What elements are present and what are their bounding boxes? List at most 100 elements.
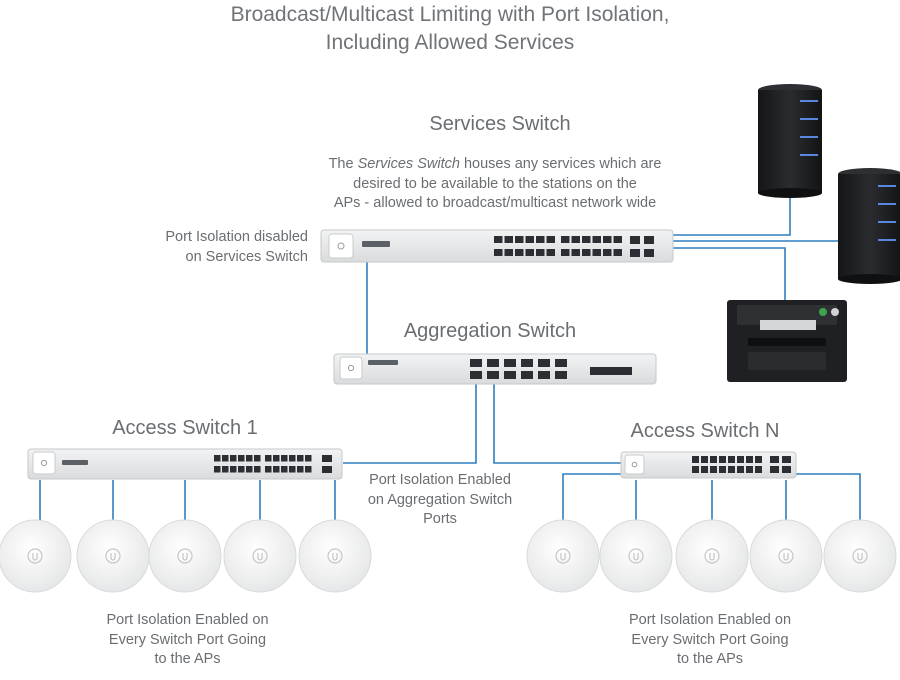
access-points [0,519,897,593]
access-point-body [0,519,72,593]
ethernet-port [737,456,744,463]
ubiquiti-u-icon [783,553,789,561]
ethernet-port [571,236,580,243]
services-isolation-note-line2: on Services Switch [185,248,309,265]
ethernet-port [561,236,570,243]
ubiquiti-logo-icon [177,548,193,564]
cable-printer [672,247,786,305]
diagram-title-line1: Broadcast/Multicast Limiting with Port I… [230,3,670,26]
ethernet-port [582,236,591,243]
ethernet-port [755,456,762,463]
ethernet-port [289,466,296,473]
access-point [298,519,372,593]
ethernet-port [214,455,221,462]
access-switch-n-note-line2: Every Switch Port Going [631,631,789,648]
aggregation-isolation-note: Port Isolation Enabled on Aggregation Sw… [340,471,540,530]
access-point [526,519,600,593]
ethernet-port [222,455,229,462]
ethernet-port [728,466,735,473]
ethernet-port [289,455,296,462]
ethernet-port [238,455,245,462]
access-point-body [823,519,897,593]
ubiquiti-u-icon [182,553,188,561]
ethernet-port [582,249,591,256]
ethernet-port [525,236,534,243]
ethernet-port [246,455,253,462]
access-switch-n-note-line3: to the APs [676,651,744,667]
ubiquiti-u-icon [110,553,116,561]
access-switch-n-ports [692,456,762,473]
access-switch-1-note-line3: to the APs [154,651,221,667]
access-switch-1 [27,448,343,480]
services-switch-desc-emph: Services Switch [357,156,460,172]
services-switch-desc-pre: The [328,156,358,172]
cable-accessN-ap5 [795,473,861,528]
access-point [749,519,823,593]
ethernet-port [230,466,237,473]
ethernet-port [230,455,237,462]
cable-aggregation-access1 [343,382,477,464]
ethernet-port [297,466,304,473]
access-switch-n-heading: Access Switch N [630,420,780,442]
server-2 [838,168,900,284]
ubiquiti-logo-icon [852,548,868,564]
services-switch [320,229,674,263]
sfp-port [538,371,550,379]
ethernet-port [265,455,272,462]
access-switch-n [620,451,797,479]
ethernet-port [254,466,261,473]
ethernet-port [297,455,304,462]
ethernet-port [613,249,622,256]
access-switch-1-note-line2: Every Switch Port Going [108,631,267,648]
access-point [599,519,673,593]
ethernet-port [305,466,312,473]
access-switch-1-heading: Access Switch 1 [112,417,258,439]
ubiquiti-logo-icon [327,548,343,564]
ethernet-port [525,249,534,256]
ethernet-port [710,466,717,473]
ubiquiti-logo-icon [628,548,644,564]
access-point-body [148,519,222,593]
sfp-port [487,371,499,379]
ethernet-port [613,236,622,243]
ethernet-port [536,236,545,243]
ubiquiti-logo-icon [704,548,720,564]
ethernet-port [546,236,555,243]
diagram-title-line2: Including Allowed Services [325,31,575,54]
ethernet-port [546,249,555,256]
sfp-port [555,359,567,367]
ethernet-port [746,466,753,473]
access-point-body [298,519,372,593]
sfp-port [555,371,567,379]
access-point [223,519,297,593]
ethernet-port [719,456,726,463]
access-point-body [223,519,297,593]
sfp-port [521,359,533,367]
access-switch-1-note: Port Isolation Enabled on Every Switch P… [70,611,305,670]
sfp-port [470,359,482,367]
aggregation-switch-heading: Aggregation Switch [403,320,577,342]
ubiquiti-u-icon [857,553,863,561]
ethernet-port [254,455,261,462]
ubiquiti-logo-icon [778,548,794,564]
ethernet-port [536,249,545,256]
ubiquiti-u-icon [257,553,263,561]
ethernet-port [214,466,221,473]
access-point-body [76,519,150,593]
access-point [76,519,150,593]
ethernet-port [515,236,524,243]
sfp-port [521,371,533,379]
services-switch-desc-post: houses any services which are [459,156,662,172]
services-isolation-note-line1: Port Isolation disabled [165,229,308,245]
ethernet-port [746,456,753,463]
services-isolation-note: Port Isolation disabled on Services Swit… [100,228,308,267]
access-switch-n-note: Port Isolation Enabled on Every Switch P… [590,611,830,670]
ethernet-port [701,466,708,473]
ubiquiti-u-icon [32,553,38,561]
ethernet-port [755,466,762,473]
access-point-body [526,519,600,593]
printer [727,300,847,382]
ethernet-port [603,236,612,243]
services-switch-heading: Services Switch [429,113,571,135]
